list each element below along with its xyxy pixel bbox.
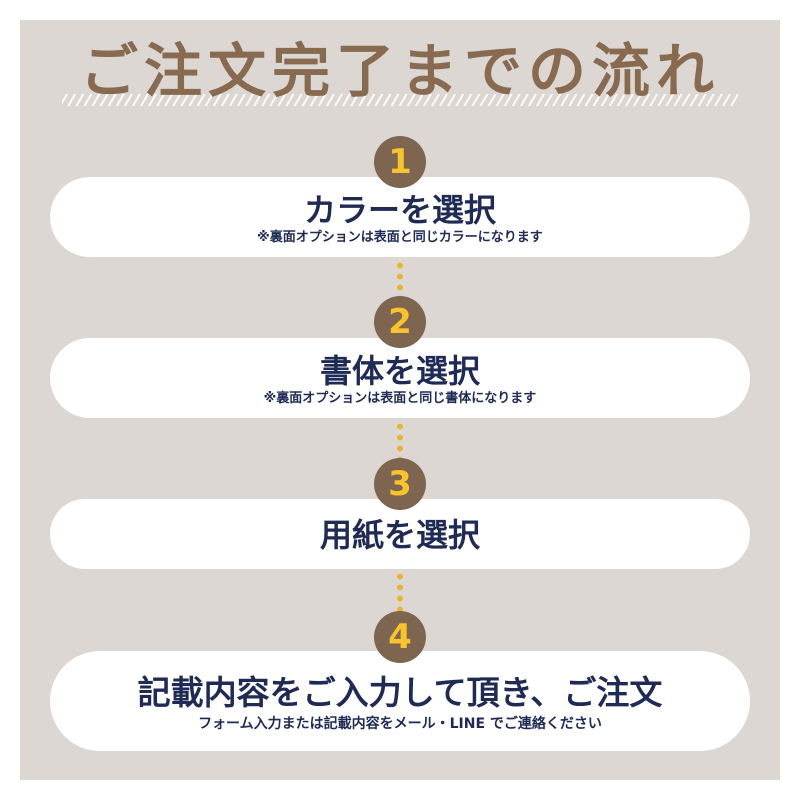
connector-dots-2-3 xyxy=(397,421,403,461)
step-1-card: カラーを選択 ※裏面オプションは表面と同じカラーになります xyxy=(50,177,750,257)
step-3-number-badge: 3 xyxy=(374,458,426,510)
connector-dots-3-4 xyxy=(397,571,403,611)
step-2-number-badge: 2 xyxy=(374,296,426,348)
title-underline-hatch xyxy=(62,94,738,106)
connector-dots-1-2 xyxy=(397,260,403,304)
step-1-number-badge: 1 xyxy=(374,136,426,188)
step-4-card: 記載内容をご入力して頂き、ご注文 フォーム入力または記載内容をメール・LINE … xyxy=(50,651,750,751)
step-1-note: ※裏面オプションは表面と同じカラーになります xyxy=(257,230,543,245)
step-3-card: 用紙を選択 xyxy=(50,499,750,569)
step-1-label: カラーを選択 xyxy=(303,191,496,229)
page-title: ご注文完了までの流れ xyxy=(79,37,720,105)
step-4-label: 記載内容をご入力して頂き、ご注文 xyxy=(137,673,663,712)
step-2-card: 書体を選択 ※裏面オプションは表面と同じ書体になります xyxy=(50,338,750,418)
step-4-number-badge: 4 xyxy=(374,611,426,663)
step-2-label: 書体を選択 xyxy=(319,352,480,390)
step-4-note: フォーム入力または記載内容をメール・LINE でご連絡ください xyxy=(198,716,602,732)
step-3-label: 用紙を選択 xyxy=(319,516,480,554)
step-2-note: ※裏面オプションは表面と同じ書体になります xyxy=(263,391,537,406)
